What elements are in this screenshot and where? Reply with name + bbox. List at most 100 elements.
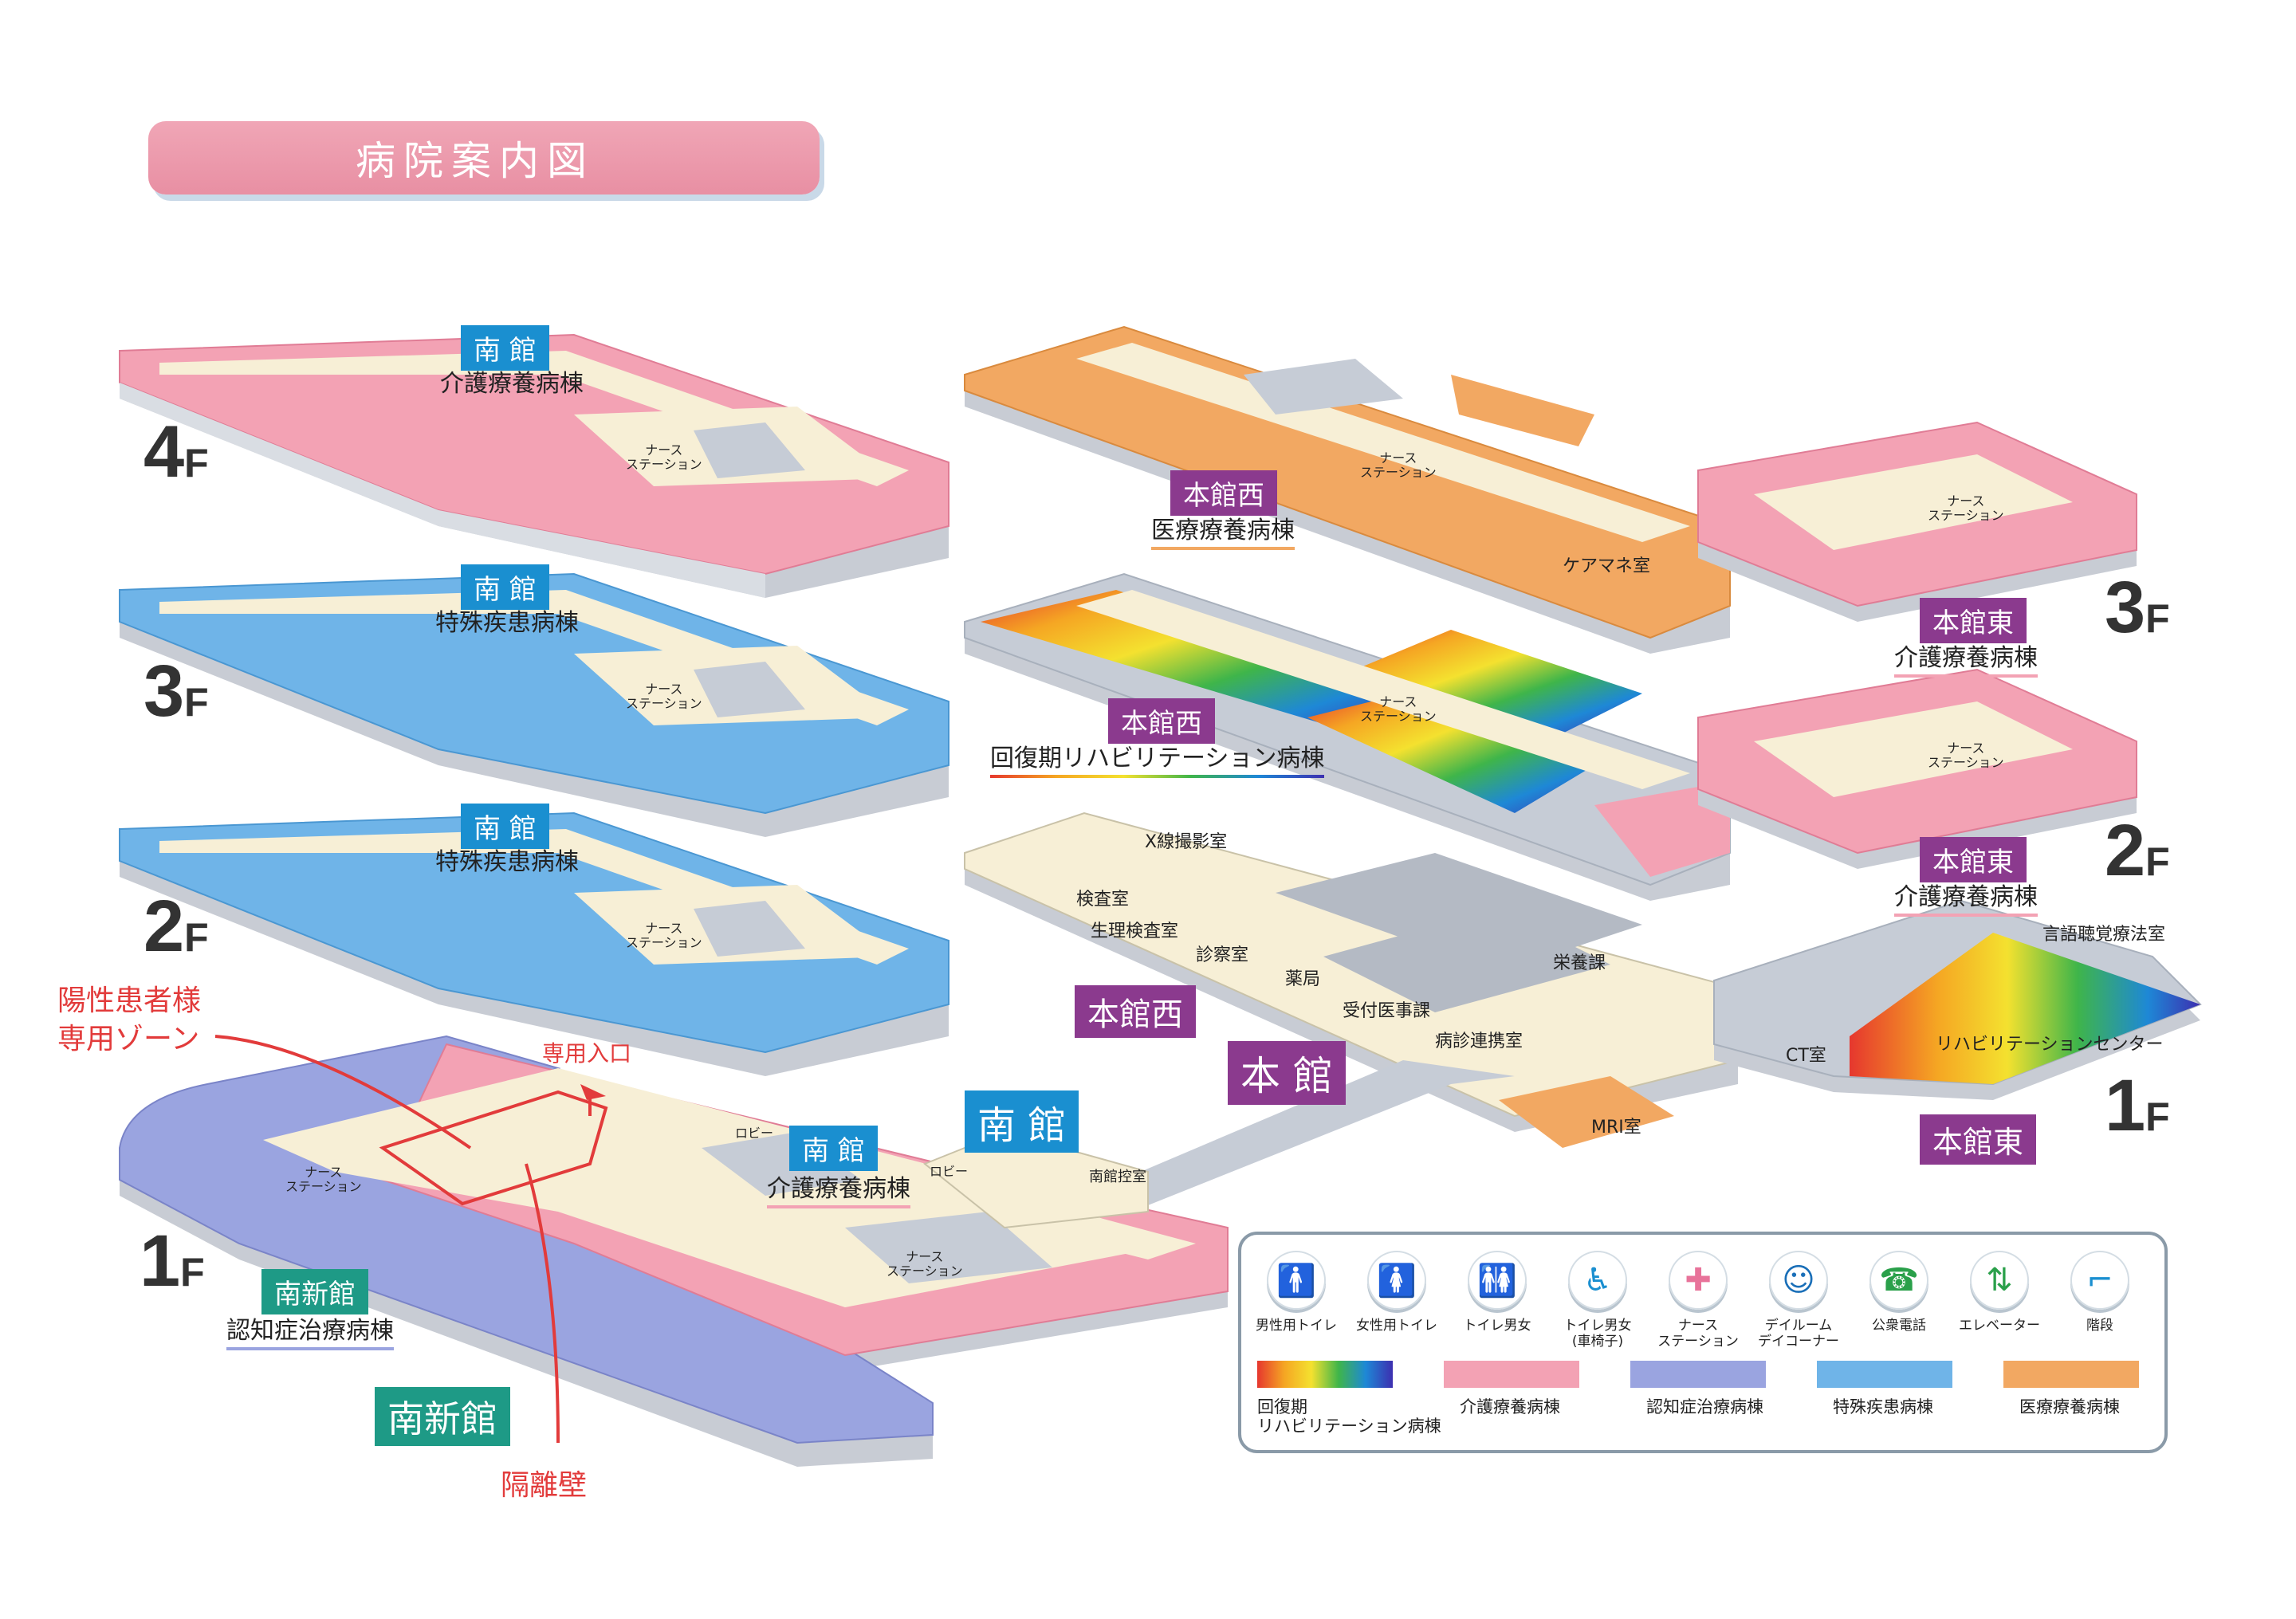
nurse-icon: ✚	[1669, 1251, 1728, 1310]
ward-iryo-honkan-3f: 医療療養病棟	[1151, 510, 1295, 550]
ward-tokushu-minami-2f: 特殊疾患病棟	[435, 842, 579, 882]
building-minami-1f: 南 館	[789, 1126, 878, 1171]
honkan-2f-floor	[964, 572, 2137, 901]
legend-label: トイレ男女 (車椅子)	[1563, 1318, 1632, 1350]
minami-3f-floor	[119, 572, 949, 837]
ward-tokushu-minami-3f: 特殊疾患病棟	[435, 603, 579, 642]
building-honkan-nishi-2f: 本館西	[1108, 698, 1215, 744]
nurse-station-minami-2f: ナース ステーション	[626, 921, 702, 950]
ward-kaigo-minami-4f: 介護療養病棟	[440, 363, 584, 403]
room-ct: CT室	[1786, 1046, 1826, 1066]
isolation-zone-annotation	[214, 1035, 608, 1444]
minami-4f-floor	[119, 333, 949, 598]
floor-label-minami-4f: 4F	[144, 411, 209, 493]
female-toilet-icon: 🚺	[1367, 1251, 1426, 1310]
floor-label-1f: 1F	[140, 1220, 205, 1302]
building-honkan-higashi-2f: 本館東	[1920, 837, 2027, 882]
honkan-3f-floor	[964, 325, 2137, 654]
room-gengo: 言語聴覚療法室	[2042, 925, 2166, 945]
room-kensa: 検査室	[1076, 890, 1130, 910]
dayroom-icon: ☺	[1769, 1251, 1828, 1310]
legend-label: ナース ステーション	[1657, 1318, 1739, 1350]
legend-swatch-label: 介護療養病棟	[1460, 1397, 1560, 1417]
building-honkan-nishi-3f: 本館西	[1170, 470, 1277, 516]
room-lobby-2: ロビー	[930, 1164, 969, 1179]
legend-swatch	[1817, 1361, 1952, 1388]
legend-item-elevator: ⇅ エレベーター	[1956, 1251, 2043, 1334]
minami-2f-floor	[119, 811, 949, 1076]
legend-label: 公衆電話	[1872, 1318, 1926, 1334]
elevator-icon: ⇅	[1970, 1251, 2029, 1310]
room-uketsuke: 受付医事課	[1343, 1001, 1431, 1021]
handwritten-zone: 陽性患者様 専用ゾーン	[57, 984, 202, 1055]
toilet-wheelchair-icon: ♿	[1568, 1251, 1627, 1310]
legend: 🚹 男性用トイレ 🚺 女性用トイレ 🚻トイレ男女 ♿ トイレ男女 (車椅子) ✚ ナース ステー…	[1238, 1232, 2168, 1453]
nurse-station-honkan-2f: ナース ステーション	[1360, 694, 1437, 724]
building-minami-4f: 南 館	[461, 325, 549, 371]
room-hikae: 南館控室	[1089, 1169, 1146, 1185]
nurse-station-higashi-3f: ナース ステーション	[1928, 493, 2004, 523]
floor-label-honkan-1f: 1F	[2105, 1065, 2170, 1146]
building-minami-3f: 南 館	[461, 564, 549, 610]
room-seiri: 生理検査室	[1091, 921, 1179, 941]
ward-kaigo-honkan-2f: 介護療養病棟	[1894, 877, 2038, 917]
handwritten-entrance: 専用入口	[542, 1040, 632, 1067]
legend-item-phone: ☎ 公衆電話	[1855, 1251, 1943, 1334]
room-shinsatsu: 診察室	[1196, 945, 1249, 965]
floor-label-minami-3f: 3F	[144, 650, 209, 732]
legend-item-female-toilet: 🚺 女性用トイレ	[1353, 1251, 1441, 1334]
building-honkan-higashi-3f: 本館東	[1920, 598, 2027, 643]
building-minami-2f: 南 館	[461, 804, 549, 849]
ward-ninchi-1f: 認知症治療病棟	[226, 1311, 394, 1350]
honkan-1f-floor	[964, 811, 2202, 1212]
legend-swatch	[1630, 1361, 1766, 1388]
legend-item-toilet-wheelchair: ♿ トイレ男女 (車椅子)	[1554, 1251, 1641, 1350]
ward-kaigo-minami-1f: 介護療養病棟	[767, 1169, 910, 1208]
room-caremane: ケアマネ室	[1563, 556, 1651, 576]
legend-item-dayroom: ☺デイルーム デイコーナー	[1755, 1251, 1842, 1350]
ward-kaifuku-honkan-2f: 回復期リハビリテーション病棟	[990, 738, 1325, 778]
legend-item-nurse: ✚ ナース ステーション	[1654, 1251, 1742, 1350]
phone-icon: ☎	[1869, 1251, 1928, 1310]
nurse-station-minami-1f: ナース ステーション	[887, 1249, 963, 1279]
legend-swatch-label: 回復期 リハビリテーション病棟	[1257, 1397, 1441, 1436]
legend-swatch	[2003, 1361, 2139, 1388]
legend-item-male-toilet: 🚹 男性用トイレ	[1252, 1251, 1340, 1334]
building-honkan: 本 館	[1228, 1041, 1346, 1105]
building-minami-shinkan-1f: 南新館	[261, 1269, 368, 1314]
legend-label: エレベーター	[1959, 1318, 2040, 1334]
nurse-station-higashi-2f: ナース ステーション	[1928, 741, 2004, 770]
toilet-both-icon: 🚻	[1468, 1251, 1527, 1310]
legend-swatch-label: 認知症治療病棟	[1646, 1397, 1763, 1417]
building-honkan-higashi-1f: 本館東	[1920, 1114, 2037, 1165]
stairs-icon: ⌐	[2070, 1251, 2129, 1310]
building-honkan-nishi-1f: 本館西	[1075, 985, 1196, 1038]
male-toilet-icon: 🚹	[1267, 1251, 1326, 1310]
hw-arrow	[580, 1084, 606, 1100]
building-minami-big: 南 館	[965, 1090, 1079, 1153]
legend-item-toilet-both: 🚻トイレ男女	[1453, 1251, 1541, 1334]
nurse-station-honkan-3f: ナース ステーション	[1360, 450, 1437, 480]
legend-label: 男性用トイレ	[1256, 1318, 1337, 1334]
floor-label-honkan-2f: 2F	[2105, 810, 2170, 891]
room-eiyo: 栄養課	[1553, 953, 1606, 973]
ward-kaigo-honkan-3f: 介護療養病棟	[1894, 638, 2038, 678]
legend-label: 階段	[2086, 1318, 2113, 1334]
room-reha-center: リハビリテーションセンター	[1936, 1035, 2164, 1055]
legend-swatch-label: 医療療養病棟	[2019, 1397, 2120, 1417]
legend-swatch	[1257, 1361, 1393, 1388]
floor-label-honkan-3f: 3F	[2105, 567, 2170, 648]
room-yakkyoku: 薬局	[1285, 969, 1321, 989]
legend-item-stairs: ⌐ 階段	[2056, 1251, 2144, 1334]
building-minami-shinkan-big: 南新館	[375, 1387, 510, 1446]
nurse-station-minami-4f: ナース ステーション	[626, 442, 702, 472]
room-mri: MRI室	[1591, 1118, 1641, 1138]
nurse-station-shinkan-1f: ナース ステーション	[285, 1165, 362, 1194]
legend-swatch	[1444, 1361, 1579, 1388]
page-title: 病院案内図	[148, 121, 820, 195]
nurse-station-minami-3f: ナース ステーション	[626, 682, 702, 711]
room-lobby-1: ロビー	[735, 1126, 774, 1141]
floor-label-minami-2f: 2F	[144, 886, 209, 967]
legend-label: 女性用トイレ	[1356, 1318, 1437, 1334]
